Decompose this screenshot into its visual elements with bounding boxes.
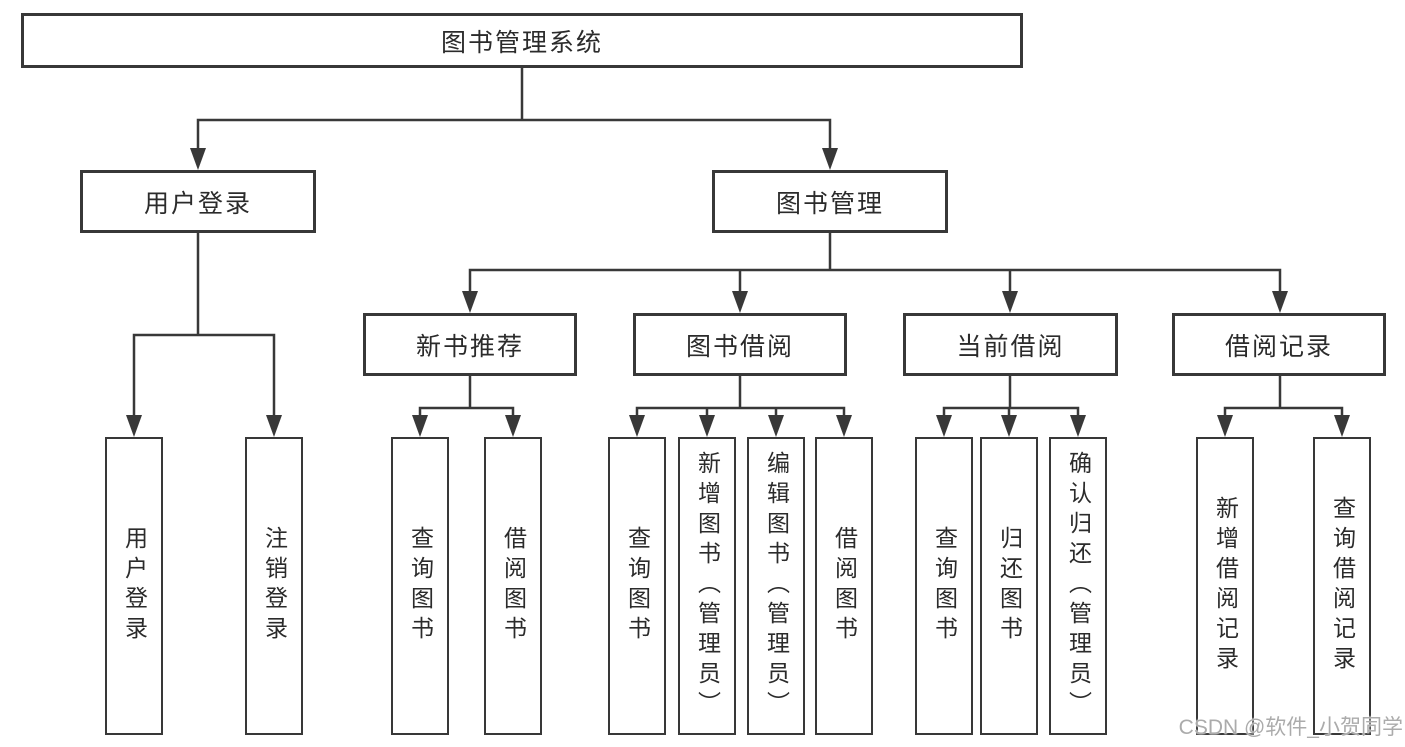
connector-user-login-to-leaves [132,233,276,417]
arrowhead [1001,415,1017,437]
arrowhead [1334,415,1350,437]
leaf-user-login: 用户登录 [105,437,163,735]
arrowhead [1272,291,1288,313]
connector-borrow-records-to-leaves [1223,376,1344,417]
connector-current-borrow-to-leaves [942,376,1080,417]
arrowhead [936,415,952,437]
node-label: 新书推荐 [415,332,524,361]
node-label: 编辑图书（管理员） [763,451,790,721]
node-label: 借阅图书 [831,526,858,646]
node-label: 图书借阅 [685,332,794,361]
node-label: 用户登录 [121,526,148,646]
node-label: 图书管理 [775,189,884,218]
arrowheads [126,148,1350,437]
node-label: 借阅记录 [1224,332,1333,361]
arrowhead [190,148,206,170]
connector-book-borrow-to-leaves [635,376,846,417]
arrowhead [836,415,852,437]
leaf-query-borrow-record: 查询借阅记录 [1313,437,1371,735]
node-label: 新增借阅记录 [1212,496,1239,676]
leaf-add-borrow-record: 新增借阅记录 [1196,437,1254,735]
node-current-borrow: 当前借阅 [903,313,1118,376]
node-book-borrow: 图书借阅 [633,313,847,376]
node-label: 借阅图书 [500,526,527,646]
leaf-confirm-return-admin: 确认归还（管理员） [1049,437,1107,735]
node-borrow-records: 借阅记录 [1172,313,1386,376]
node-label: 图书管理系统 [440,28,603,57]
leaf-add-book-admin: 新增图书（管理员） [678,437,736,735]
node-label: 查询图书 [624,526,651,646]
arrowhead [1070,415,1086,437]
leaf-borrow-books-recommend: 借阅图书 [484,437,542,735]
leaf-query-books-current: 查询图书 [915,437,973,735]
arrowhead [266,415,282,437]
node-label: 用户登录 [143,189,252,218]
leaf-edit-book-admin: 编辑图书（管理员） [747,437,805,735]
node-library-management-system: 图书管理系统 [21,13,1023,68]
connector-root-to-level2 [196,68,832,166]
node-label: 查询图书 [931,526,958,646]
arrowhead [505,415,521,437]
connector-lines [132,68,1344,417]
arrowhead [822,148,838,170]
node-label: 确认归还（管理员） [1065,451,1092,721]
node-new-book-recommend: 新书推荐 [363,313,577,376]
leaf-borrow-books: 借阅图书 [815,437,873,735]
arrowhead [629,415,645,437]
node-book-management: 图书管理 [712,170,948,233]
arrowhead [462,291,478,313]
leaf-query-books-recommend: 查询图书 [391,437,449,735]
arrowhead [412,415,428,437]
arrowhead [699,415,715,437]
csdn-watermark: CSDN @软件_小贺同学 [1178,716,1403,739]
node-label: 注销登录 [261,526,288,646]
connector-new-book-recommend-to-leaves [418,376,515,417]
arrowhead [1002,291,1018,313]
node-label: 新增图书（管理员） [694,451,721,721]
arrowhead [1217,415,1233,437]
leaf-logout-login: 注销登录 [245,437,303,735]
node-label: 查询图书 [407,526,434,646]
arrowhead [126,415,142,437]
leaf-query-books-borrow: 查询图书 [608,437,666,735]
arrowhead [768,415,784,437]
node-label: 当前借阅 [956,332,1065,361]
node-user-login: 用户登录 [80,170,316,233]
node-label: 归还图书 [996,526,1023,646]
connector-book-management-to-level3 [468,233,1282,291]
arrowhead [732,291,748,313]
node-label: 查询借阅记录 [1329,496,1356,676]
leaf-return-book: 归还图书 [980,437,1038,735]
